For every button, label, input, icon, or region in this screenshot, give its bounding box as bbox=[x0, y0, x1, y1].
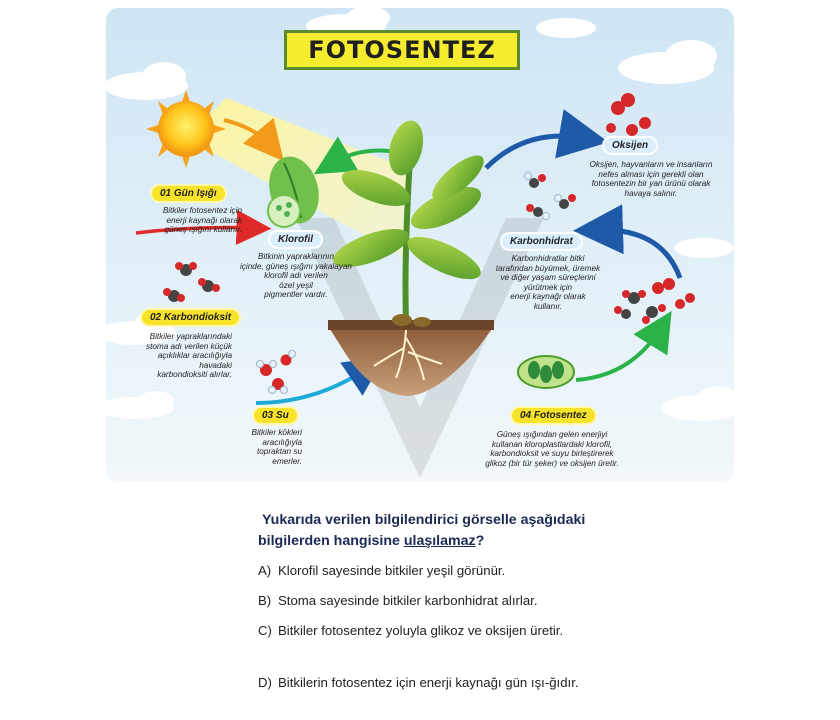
question-text: Yukarıda verilen bilgilendirici görselle… bbox=[258, 510, 588, 552]
desc-sunlight: Bitkiler fotosentez için enerji kaynağı … bbox=[162, 206, 242, 235]
co2-molecules-left bbox=[163, 262, 220, 302]
desc-oxygen: Oksijen, hayvanların ve insanların nefes… bbox=[589, 160, 713, 198]
question-keyword: ulaşılamaz bbox=[403, 533, 476, 549]
carbohydrate-arrow bbox=[573, 204, 683, 279]
desc-chlorophyll: Bitkinin yapraklarının içinde, güneş ışı… bbox=[240, 252, 352, 300]
desc-co2: Bitkiler yapraklarındaki stoma adı veril… bbox=[145, 332, 232, 380]
water-arrow bbox=[255, 356, 385, 405]
label-oxygen: Oksijen bbox=[604, 138, 657, 153]
plant-with-soil bbox=[328, 120, 494, 396]
option-a-text: Klorofil sayesinde bitkiler yeşil görünü… bbox=[278, 563, 506, 578]
carbohydrate-molecules bbox=[524, 172, 576, 220]
chlorophyll-leaf-icon bbox=[267, 156, 319, 228]
chloroplast-icon bbox=[517, 355, 575, 389]
label-chlorophyll: Klorofil bbox=[270, 232, 321, 247]
question-line-2-prefix: bilgilerden hangisine bbox=[258, 533, 404, 549]
option-d-text: Bitkilerin fotosentez için enerji kaynağ… bbox=[278, 675, 579, 690]
option-d-letter: D) bbox=[258, 675, 272, 690]
label-sunlight: 01 Gün Işığı bbox=[152, 186, 225, 201]
diagram-title: FOTOSENTEZ bbox=[308, 36, 496, 64]
oxygen-arrow bbox=[484, 109, 609, 170]
watermark bbox=[296, 218, 544, 478]
option-c-letter: C) bbox=[258, 623, 272, 638]
oxygen-molecules bbox=[606, 93, 651, 136]
desc-water: Bitkiler kökleri aracılığıyla topraktan … bbox=[251, 428, 302, 466]
water-molecules bbox=[256, 350, 296, 394]
option-b-letter: B) bbox=[258, 593, 272, 608]
label-carbohydrate: Karbonhidrat bbox=[502, 234, 581, 249]
option-a-letter: A) bbox=[258, 563, 272, 578]
label-photosynthesis: 04 Fotosentez bbox=[512, 408, 595, 423]
option-c[interactable]: C) Bitkiler fotosentez yoluyla glikoz ve… bbox=[258, 620, 583, 642]
desc-carbohydrate: Karbonhidratlar bitki tarafından büyümek… bbox=[495, 254, 601, 311]
option-a[interactable]: A) Klorofil sayesinde bitkiler yeşil gör… bbox=[258, 560, 583, 582]
photosynthesis-infographic: FOTOSENTEZ 01 Gün Işığı Bitkiler fotosen… bbox=[106, 8, 734, 482]
sun-arrow bbox=[223, 117, 284, 162]
label-co2: 02 Karbondioksit bbox=[142, 310, 240, 325]
photosynthesis-arrow bbox=[575, 311, 672, 382]
sun-icon bbox=[146, 90, 226, 168]
infographic-artwork bbox=[106, 8, 734, 478]
option-b-text: Stoma sayesinde bitkiler karbonhidrat al… bbox=[278, 593, 538, 608]
co2-molecules-right bbox=[614, 278, 695, 324]
red-arrow-co2 bbox=[135, 209, 272, 245]
label-water: 03 Su bbox=[254, 408, 297, 423]
desc-photosynthesis: Güneş ışığından gelen enerjiyi kullanan … bbox=[485, 430, 619, 468]
option-c-text: Bitkiler fotosentez yoluyla glikoz ve ok… bbox=[278, 623, 564, 638]
option-b[interactable]: B) Stoma sayesinde bitkiler karbonhidrat… bbox=[258, 590, 583, 612]
question-line-2-suffix: ? bbox=[475, 533, 485, 549]
diagram-title-box: FOTOSENTEZ bbox=[284, 30, 520, 70]
option-d[interactable]: D) Bitkilerin fotosentez için enerji kay… bbox=[258, 672, 583, 694]
question-line-1: Yukarıda verilen bilgilendirici görselle… bbox=[262, 512, 586, 528]
